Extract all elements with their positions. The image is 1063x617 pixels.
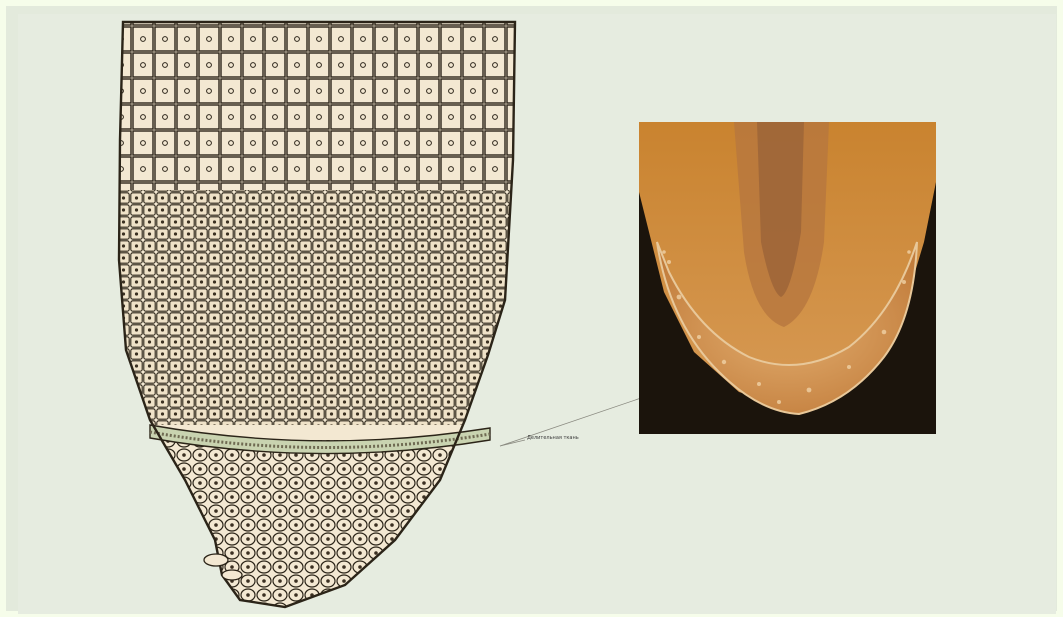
root-section-cells bbox=[115, 20, 520, 617]
root-tip-photo bbox=[639, 122, 936, 434]
sloughed-cell bbox=[222, 570, 242, 580]
sloughed-cell bbox=[204, 554, 228, 566]
meristem-label: Делительная ткань bbox=[527, 435, 627, 441]
